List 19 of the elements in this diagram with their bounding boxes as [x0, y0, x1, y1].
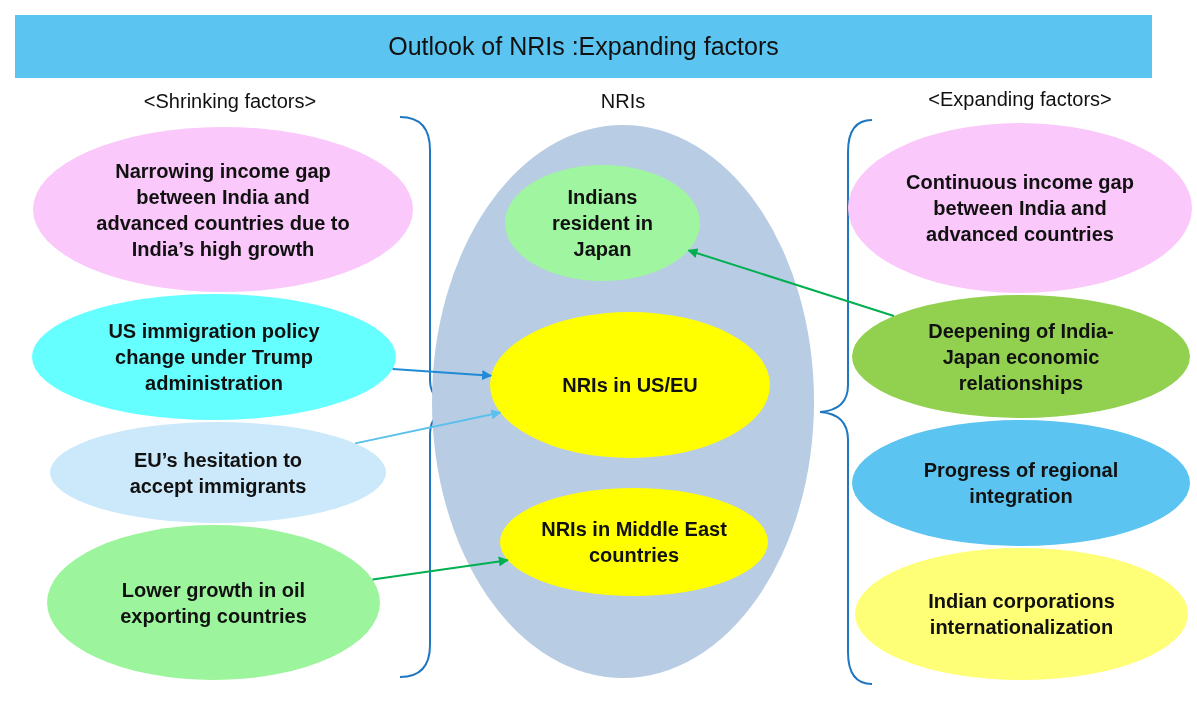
node-text: Continuous income gap between India and advanced countries: [905, 170, 1135, 247]
node-text: US immigration policy change under Trump administration: [107, 319, 321, 396]
node-text: Progress of regional integration: [922, 458, 1120, 509]
node-text: Indians resident in Japan: [550, 185, 655, 262]
node-text: Deepening of India-Japan economic relationships: [927, 318, 1115, 396]
node-text: NRIs in US/EU: [562, 373, 698, 398]
arrow: [354, 409, 502, 445]
arrow: [687, 248, 895, 317]
arrow: [391, 368, 493, 381]
node-text: EU’s hesitation to accept immigrants: [128, 447, 308, 499]
group-heading: NRIs: [599, 90, 647, 113]
arrow: [371, 556, 509, 581]
column-heading: <Expanding factors>: [927, 88, 1113, 111]
node-text: Lower growth in oil exporting countries: [119, 577, 308, 629]
node-text: Narrowing income gap between India and advanced countries due to India’s high growth: [95, 158, 351, 262]
column-heading: <Shrinking factors>: [142, 90, 318, 113]
title-bar: Outlook of NRIs :Expanding factors: [15, 15, 1152, 78]
node-text: NRIs in Middle East countries: [540, 517, 728, 568]
node-text: Indian corporations internationalization: [927, 589, 1116, 640]
